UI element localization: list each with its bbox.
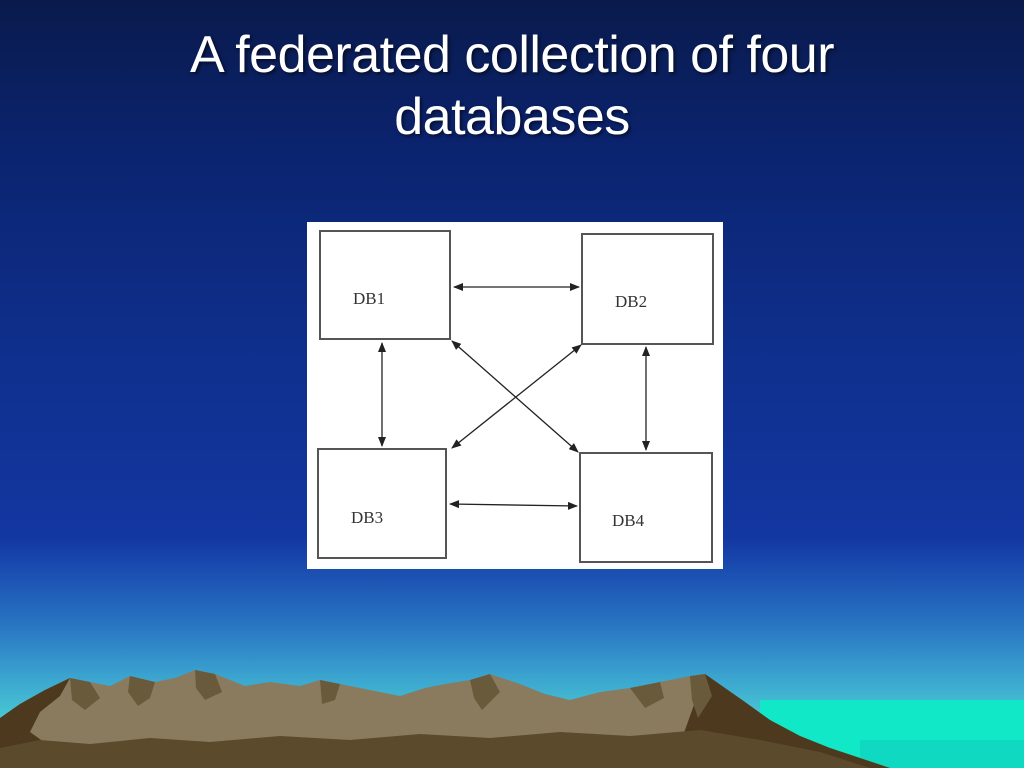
edge-db1-db4 [451,340,579,453]
slide-title-line-2: databases [394,88,630,146]
db1-label: DB1 [353,289,385,308]
foreground-hills [0,730,870,768]
diagram-canvas: DB1 DB2 DB3 DB4 [317,230,714,563]
mountain-landscape [0,670,1024,768]
db2-box [581,233,714,345]
db3-box [317,448,447,559]
db3-label: DB3 [351,508,383,527]
db2-label: DB2 [615,292,647,311]
federated-database-diagram: DB1 DB2 DB3 DB4 [307,222,723,569]
edge-db3-db4 [449,500,578,510]
db4-label: DB4 [612,511,645,530]
slide-title-line-1: A federated collection of four [189,26,835,84]
db1-box [319,230,451,340]
db4-box [579,452,713,563]
edge-db2-db3 [451,344,582,449]
slide-title: A federated collection of four databases [0,24,1024,148]
sea-strip-deep [860,740,1024,768]
